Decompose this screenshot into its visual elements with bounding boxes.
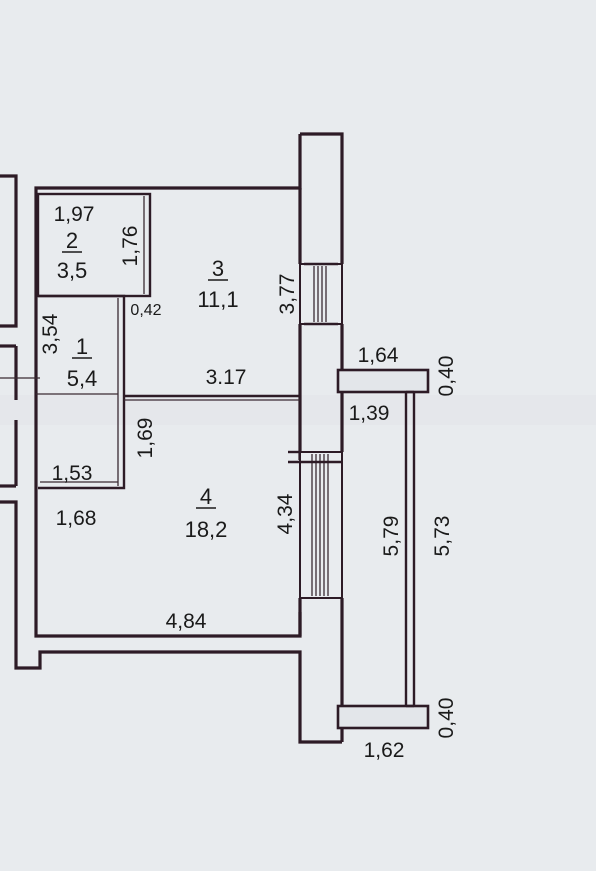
balcony-top-slab [336, 368, 430, 394]
dim-balcony-bottom: 1,62 [364, 739, 405, 762]
dim-room3-width: 3.17 [206, 366, 247, 389]
room-3-number: 3 [212, 256, 224, 281]
dim-room3-depth: 3,77 [276, 274, 299, 315]
dim-balcony-outer-length: 5,73 [431, 516, 454, 557]
dim-room1-width: 1,53 [52, 462, 93, 485]
room-2-number: 2 [66, 228, 78, 253]
interior-partitions [0, 192, 300, 490]
balcony-door [288, 450, 343, 599]
window-upper [299, 262, 343, 326]
room-3-area: 11,1 [197, 287, 238, 312]
dim-balcony-top: 1,64 [358, 344, 399, 367]
dim-room2-depth: 1,76 [119, 226, 142, 267]
balcony-bottom-slab [336, 704, 430, 730]
room-4-area: 18,2 [185, 517, 228, 542]
exterior-walls [0, 132, 344, 744]
dim-balcony-inner-length: 5,79 [380, 516, 403, 557]
room-3-label: 3 11,1 [197, 256, 238, 312]
dim-room4-depth: 4,34 [274, 493, 297, 534]
dim-balcony-top-depth: 0,40 [435, 356, 458, 397]
room-4-number: 4 [200, 484, 212, 509]
dim-room2-width: 1,97 [54, 203, 95, 226]
balcony [336, 368, 430, 730]
room-4-label: 4 18,2 [185, 484, 228, 542]
dimension-labels: 1,97 1,76 3,54 1,53 0,42 3,77 3.17 1,69 … [39, 203, 458, 762]
dim-balcony-bottom-depth: 0,40 [435, 698, 458, 739]
room-1-number: 1 [76, 334, 88, 359]
dim-room4-width: 4,84 [166, 610, 207, 633]
room-1-label: 1 5,4 [67, 334, 98, 391]
room-2-label: 2 3,5 [57, 228, 88, 283]
room-2-area: 3,5 [57, 258, 88, 283]
dim-room4-short: 1,69 [134, 418, 157, 459]
dim-room1-depth: 3,54 [39, 313, 62, 354]
dim-room4-bottom-width: 1,68 [56, 507, 97, 530]
dim-wall-stub: 0,42 [130, 302, 161, 319]
dim-balcony-inner: 1,39 [349, 402, 390, 425]
room-1-area: 5,4 [67, 366, 98, 391]
